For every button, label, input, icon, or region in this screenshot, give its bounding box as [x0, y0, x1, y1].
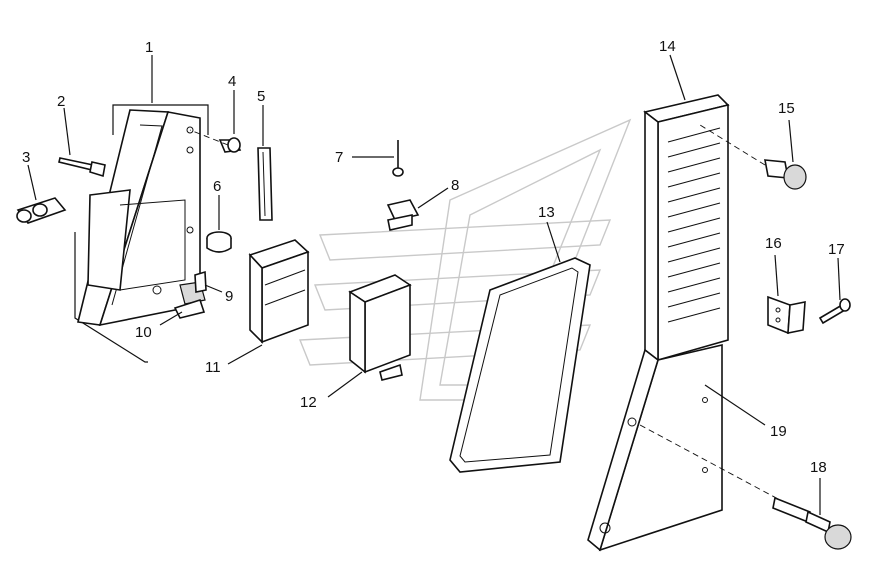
- callout-1: 1: [145, 39, 153, 56]
- callout-5: 5: [257, 88, 265, 105]
- callout-14: 14: [659, 38, 676, 55]
- callout-7: 7: [335, 149, 343, 166]
- part-1-frame-housing: [74, 104, 209, 363]
- grille-slats: [667, 127, 721, 323]
- callout-6: 6: [213, 178, 221, 195]
- callout-12: 12: [300, 394, 317, 411]
- part-14-grille-panel: [643, 54, 730, 362]
- part-9-clip: [194, 270, 223, 293]
- part-11-block: [227, 239, 310, 365]
- part-10-bracket: [159, 298, 206, 326]
- part-16-hinge: [767, 254, 806, 335]
- callout-16: 16: [765, 235, 782, 252]
- part-15-knob: [699, 119, 807, 190]
- part-5-strip: [257, 105, 273, 221]
- part-4-bolt: [189, 90, 242, 153]
- part-3-double-cap: [16, 164, 67, 224]
- callout-13: 13: [538, 204, 555, 221]
- part-12-box-housing: [327, 274, 412, 398]
- part-6-plug: [206, 195, 232, 253]
- callout-3: 3: [22, 149, 30, 166]
- part-8-bracket: [386, 187, 449, 231]
- part-13-gasket: [449, 221, 591, 473]
- callout-10: 10: [135, 324, 152, 341]
- callout-17: 17: [828, 241, 845, 258]
- part-7-pin: [352, 140, 404, 177]
- callout-9: 9: [225, 288, 233, 305]
- part-2-screw: [58, 107, 106, 178]
- callout-15: 15: [778, 100, 795, 117]
- callout-4: 4: [228, 73, 236, 90]
- part-18-latch-knob: [772, 478, 852, 550]
- callout-labels: 1 2 3 4 5 6 7 8 9 10 11 12 13 14 15 16 1…: [22, 38, 845, 476]
- callout-2: 2: [57, 93, 65, 110]
- callout-18: 18: [810, 459, 827, 476]
- callout-11: 11: [205, 359, 221, 376]
- part-19-side-panel: [587, 343, 781, 552]
- callout-8: 8: [451, 177, 459, 194]
- part-17-rivet: [818, 257, 851, 325]
- callout-19: 19: [770, 423, 787, 440]
